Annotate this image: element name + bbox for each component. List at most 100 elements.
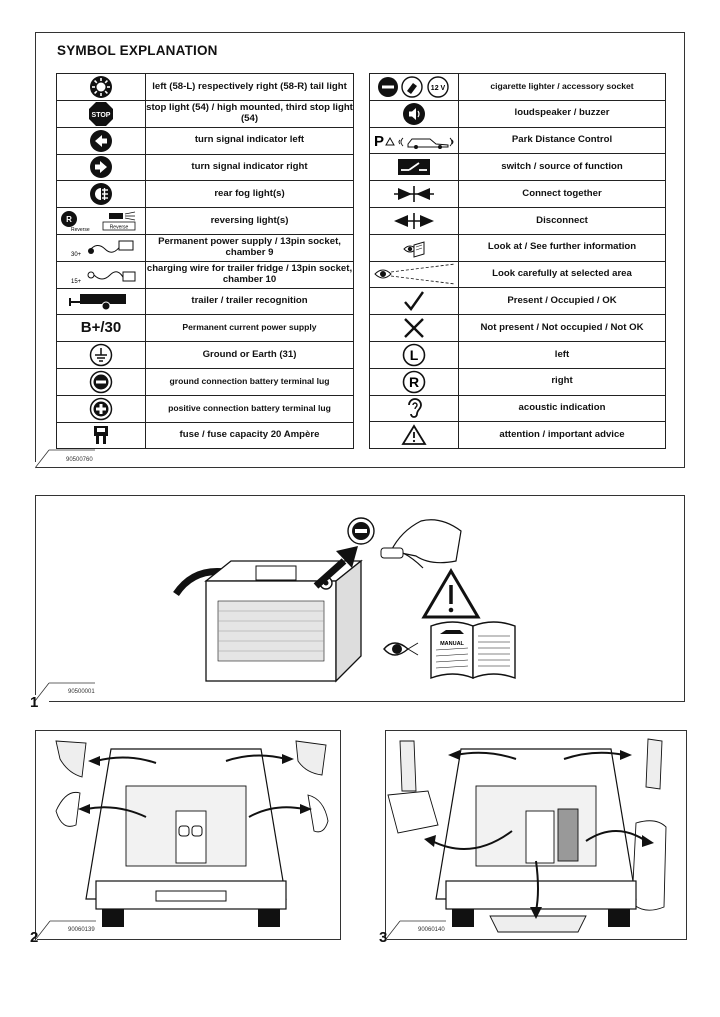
voltage-label: 30+	[71, 252, 82, 258]
row-text: Connect together	[458, 180, 666, 208]
table-row: STOP stop light (54) / high mounted, thi…	[56, 99, 354, 128]
disconnect-icon	[394, 212, 434, 229]
cross-icon	[404, 318, 424, 338]
table-row: left (58-L) respectively right (58-R) ta…	[56, 73, 354, 101]
table-row: trailer / trailer recognition	[56, 287, 354, 316]
l-letter: L	[410, 347, 419, 363]
figure-code: 90500760	[66, 457, 93, 463]
row-text: left (58-L) respectively right (58-R) ta…	[145, 73, 354, 101]
corner-mark	[35, 449, 95, 470]
row-text: Permanent power supply / 13pin socket, c…	[145, 233, 354, 262]
figure-number: 1	[30, 694, 39, 711]
table-row: fuse / fuse capacity 20 Ampère	[56, 421, 354, 450]
park-distance-control-icon: P	[374, 133, 454, 150]
row-text: stop light (54) / high mounted, third st…	[145, 99, 354, 128]
table-row: Not present / Not occupied / Not OK	[369, 314, 666, 342]
symbol-explanation-panel: SYMBOL EXPLANATION left (58-L) respectiv…	[35, 32, 685, 470]
row-text: Look carefully at selected area	[458, 260, 666, 289]
table-row: Ground or Earth (31)	[56, 341, 354, 369]
figure-number: 2	[30, 929, 39, 946]
power-supply-plug-icon: 30+	[71, 240, 134, 258]
row-text: reversing light(s)	[145, 207, 354, 235]
table-row: 30+ Permanent power supply / 13pin socke…	[56, 233, 354, 262]
table-row: turn signal indicator left	[56, 126, 354, 155]
row-text: switch / source of function	[458, 153, 666, 182]
warning-triangle-icon	[401, 424, 427, 446]
table-row: Look at / See further information	[369, 233, 666, 262]
manual-label: MANUAL	[440, 641, 464, 647]
table-row: 15+ charging wire for trailer fridge / 1…	[56, 260, 354, 289]
row-text: Disconnect	[458, 206, 666, 235]
table-row: switch / source of function	[369, 153, 666, 182]
row-text: Look at / See further information	[458, 233, 666, 262]
row-text: right	[458, 367, 666, 396]
turn-right-icon	[90, 156, 112, 179]
panel-title: SYMBOL EXPLANATION	[57, 43, 218, 58]
symbol-table-right: 12 V cigarette lighter / accessory socke…	[369, 73, 666, 450]
row-text: ground connection battery terminal lug	[145, 367, 354, 396]
park-label: P	[374, 133, 384, 150]
table-row: Connect together	[369, 180, 666, 208]
row-text: turn signal indicator right	[145, 153, 354, 182]
row-text: left	[458, 340, 666, 369]
figure-1-panel: MANUAL 90500001	[35, 495, 685, 703]
table-row: ground connection battery terminal lug	[56, 367, 354, 396]
turn-left-icon	[90, 129, 112, 152]
trailer-icon	[69, 294, 126, 311]
ground-icon	[89, 343, 113, 367]
row-text: cigarette lighter / accessory socket	[458, 73, 666, 101]
car-trunk-illustration	[386, 738, 667, 941]
table-row: L left	[369, 340, 666, 369]
table-row: attention / important advice	[369, 421, 666, 450]
connect-together-icon	[394, 186, 434, 203]
stop-sign-icon: STOP	[89, 101, 113, 126]
r-letter: R	[409, 374, 419, 390]
table-row: Look carefully at selected area	[369, 260, 666, 289]
table-row: B+/30 Permanent current power supply	[56, 314, 354, 343]
left-l-icon: L	[402, 343, 426, 367]
table-row: Present / Occupied / OK	[369, 287, 666, 316]
reverse-label: Reverse	[110, 225, 129, 231]
symbol-table-left: left (58-L) respectively right (58-R) ta…	[56, 73, 354, 450]
row-text: turn signal indicator left	[145, 126, 354, 155]
svg-text:R: R	[66, 215, 72, 224]
figure-2-panel: 90060139	[35, 730, 341, 941]
row-text: fuse / fuse capacity 20 Ampère	[145, 421, 354, 450]
row-text: attention / important advice	[458, 421, 666, 450]
reversing-light-icon: R Reverse Reverse	[61, 211, 136, 233]
figure-code: 90500001	[68, 689, 95, 695]
rear-fog-light-icon	[90, 183, 112, 206]
b30-icon: B+/30	[80, 319, 122, 337]
right-r-icon: R	[402, 370, 426, 393]
table-row: turn signal indicator right	[56, 153, 354, 182]
row-text: trailer / trailer recognition	[145, 287, 354, 316]
row-text: loudspeaker / buzzer	[458, 99, 666, 128]
figure-code: 90060140	[418, 927, 445, 933]
tail-light-icon	[90, 75, 112, 98]
row-text: Present / Occupied / OK	[458, 287, 666, 316]
row-text: Permanent current power supply	[145, 314, 354, 343]
table-row: rear fog light(s)	[56, 180, 354, 209]
row-text: Ground or Earth (31)	[145, 341, 354, 369]
corner-mark	[35, 682, 95, 703]
ear-icon	[408, 398, 422, 419]
row-text: Park Distance Control	[458, 126, 666, 155]
checkmark-icon	[404, 291, 424, 312]
fridge-wire-icon: 15+	[71, 270, 136, 285]
eye-area-icon	[374, 264, 456, 285]
switch-icon	[398, 159, 430, 176]
figure-3-panel: 90060140	[385, 730, 687, 941]
table-row: R Reverse Reverse reversing light(s)	[56, 207, 354, 235]
plus-terminal-icon	[89, 397, 113, 420]
cigarette-lighter-icon: 12 V	[378, 76, 449, 98]
row-text: positive connection battery terminal lug	[145, 394, 354, 423]
manual-book-icon: MANUAL	[430, 621, 516, 680]
reverse-label: Reverse	[71, 227, 90, 233]
battery-illustration	[173, 517, 462, 683]
table-row: acoustic indication	[369, 394, 666, 423]
look-at-manual-icon	[403, 240, 425, 258]
fuse-icon	[94, 426, 108, 445]
row-text: charging wire for trailer fridge / 13pin…	[145, 260, 354, 289]
figure-number: 3	[379, 929, 388, 946]
table-row: loudspeaker / buzzer	[369, 99, 666, 128]
